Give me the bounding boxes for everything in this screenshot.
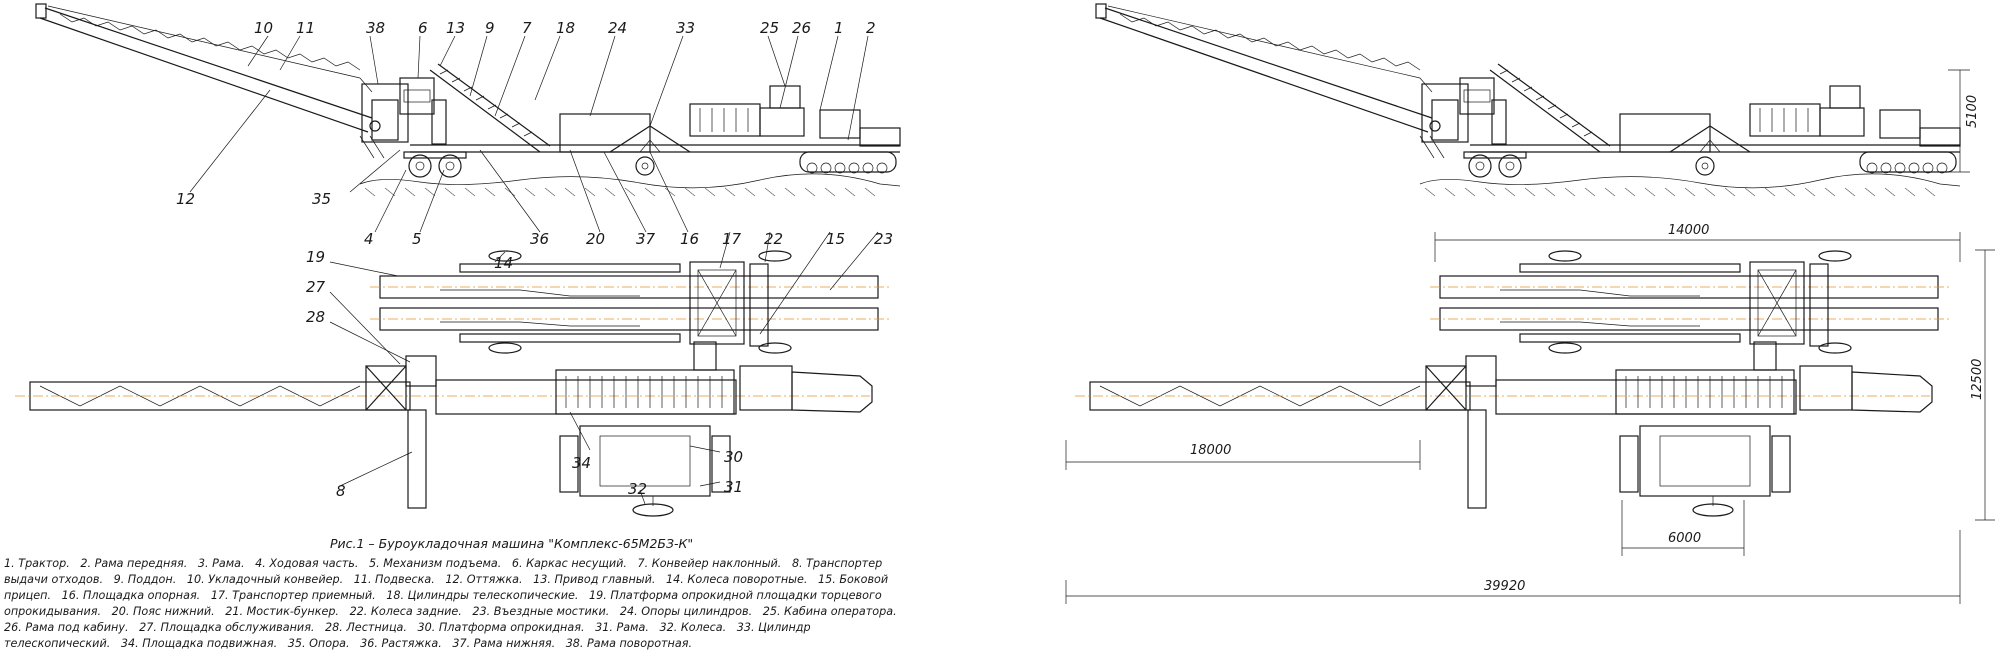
legend-item: 38. Рама поворотная. [565,637,693,650]
legend-item: 36. Растяжка. [360,637,442,650]
legend-item: 34. Площадка подвижная. [120,637,278,650]
legend-item: 32. Колеса. [659,621,727,634]
legend-item: 15. Боковой прицеп. [4,573,889,602]
legend-item: 2. Рама передняя. [80,557,188,570]
legend-item: 19. Платформа опрокидной площадки торцев… [4,589,882,618]
callout-30: 30 [724,448,743,466]
legend-item: 30. Платформа опрокидная. [417,621,585,634]
dim-18000: 18000 [1190,443,1231,458]
legend-item: 4. Ходовая часть. [255,557,359,570]
callout-22: 22 [764,230,783,248]
callout-23: 23 [874,230,893,248]
callout-1: 1 [834,19,844,37]
callout-35: 35 [312,190,331,208]
callout-31: 31 [724,478,743,496]
callout-34: 34 [572,454,591,472]
legend-item: 11. Подвеска. [353,573,435,586]
callout-2: 2 [866,19,876,37]
callout-7: 7 [522,19,532,37]
callout-27: 27 [306,278,326,296]
legend-item: 14. Колеса поворотные. [666,573,808,586]
callout-32: 32 [628,480,647,498]
callout-10: 10 [254,19,273,37]
callout-36: 36 [530,230,549,248]
callout-labels: 10 11 38 6 13 9 7 18 24 33 25 26 1 2 12 … [176,19,893,500]
callout-20: 20 [586,230,605,248]
dimension-lines [1065,69,1995,604]
callout-37: 37 [636,230,656,248]
callout-28: 28 [306,308,325,326]
callout-25: 25 [760,19,779,37]
legend-item: 17. Транспортер приемный. [210,589,376,602]
callout-33: 33 [676,19,695,37]
legend-item: 7. Конвейер наклонный. [637,557,782,570]
legend-item: 1. Трактор. [4,557,70,570]
legend-item: 13. Привод главный. [533,573,656,586]
callout-11: 11 [296,19,315,37]
legend-item: 8. Транспортер выдачи отходов. [4,557,883,586]
legend-item: 22. Колеса задние. [349,605,462,618]
legend-item: 18. Цилиндры телескопические. [386,589,579,602]
callout-15: 15 [826,230,845,248]
dim-5100: 5100 [1965,95,1980,128]
legend-item: 12. Оттяжка. [445,573,523,586]
legend-item: 6. Каркас несущий. [511,557,627,570]
dim-39920: 39920 [1484,579,1525,594]
callout-12: 12 [176,190,195,208]
callout-17: 17 [722,230,742,248]
callout-24: 24 [608,19,627,37]
legend-item: 3. Рама. [197,557,245,570]
legend-item: 21. Мостик-бункер. [225,605,339,618]
legend-item: 25. Кабина оператора. [762,605,897,618]
dim-6000: 6000 [1668,531,1701,546]
legend-item: 31. Рама. [595,621,649,634]
callout-8: 8 [336,482,346,500]
legend-item: 23. Въездные мостики. [472,605,610,618]
legend-item: 37. Рама нижняя. [452,637,556,650]
legend-item: 24. Опоры цилиндров. [619,605,753,618]
parts-legend: 1. Трактор. 2. Рама передняя. 3. Рама. 4… [4,556,922,652]
figure-caption: Рис.1 – Буроукладочная машина "Комплекс-… [330,536,694,551]
legend-item: 10. Укладочный конвейер. [186,573,344,586]
dimension-labels: 14000 5100 12500 18000 6000 39920 [1190,95,1985,594]
callout-6: 6 [418,19,428,37]
legend-item: 27. Площадка обслуживания. [139,621,315,634]
legend-item: 33. Цилиндр телескопический. [4,621,811,650]
callout-9: 9 [485,19,495,37]
legend-item: 20. Пояс нижний. [111,605,215,618]
callout-4: 4 [364,230,374,248]
callout-19: 19 [306,248,325,266]
callout-18: 18 [556,19,575,37]
callout-13: 13 [446,19,465,37]
legend-item: 35. Опора. [287,637,350,650]
callout-5: 5 [412,230,422,248]
dim-12500: 12500 [1970,359,1985,400]
dim-14000: 14000 [1668,223,1709,238]
legend-item: 28. Лестница. [325,621,407,634]
callout-14: 14 [494,254,513,272]
legend-item: 16. Площадка опорная. [61,589,201,602]
callout-16: 16 [680,230,699,248]
legend-item: 9. Поддон. [113,573,177,586]
callout-38: 38 [366,19,385,37]
legend-item: 5. Механизм подъема. [369,557,502,570]
callout-26: 26 [792,19,811,37]
legend-item: 26. Рама под кабину. [4,621,129,634]
